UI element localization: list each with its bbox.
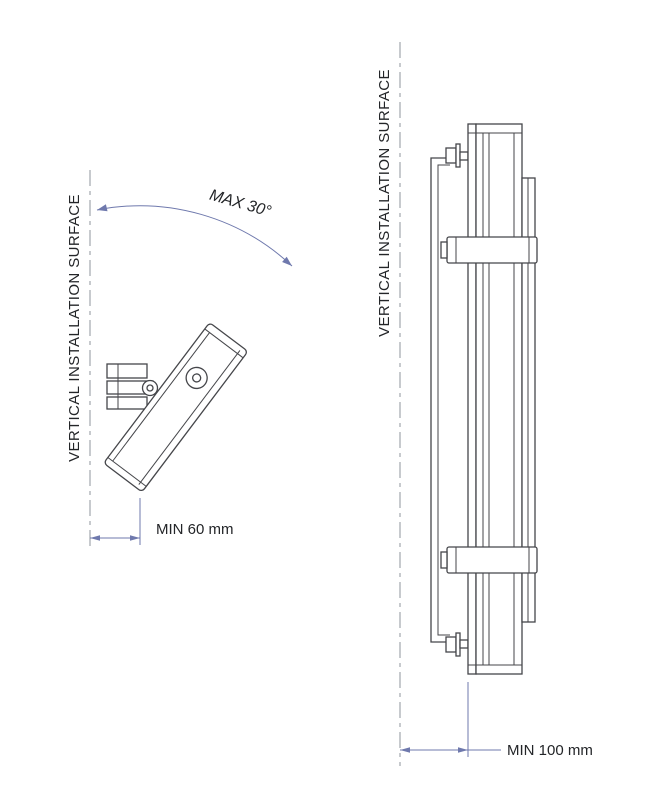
end-cap (204, 328, 244, 359)
hinge-bolt-center (192, 373, 202, 383)
surface-label: VERTICAL INSTALLATION SURFACE (376, 69, 393, 337)
clamp-band (446, 546, 538, 574)
bolt-nut (445, 147, 457, 164)
clamp-top (440, 236, 538, 264)
mounting-bracket (430, 157, 450, 643)
housing-seam (112, 332, 210, 462)
dim-arrow-right (458, 747, 468, 753)
angle-label: MAX 30° (207, 187, 273, 221)
angle-arrow-start (97, 204, 108, 212)
luminaire-tilted (104, 323, 247, 492)
mounting-bolt-top (445, 143, 469, 168)
clamp-tab (440, 241, 448, 259)
clamp-tab (440, 551, 448, 569)
wall-bracket (106, 363, 159, 410)
min-distance-label: MIN 100 mm (507, 742, 593, 759)
bolt-stem (459, 639, 469, 649)
clamp-band (446, 236, 538, 264)
front-face (467, 123, 477, 675)
angle-arc (96, 205, 293, 267)
min-distance-label: MIN 60 mm (156, 521, 234, 538)
bracket-inner-line (437, 164, 450, 636)
end-cap (107, 457, 147, 487)
clamp-bottom (440, 546, 538, 574)
dim-arrow-right (130, 535, 140, 541)
bracket-plate (106, 363, 148, 379)
bolt-nut (445, 636, 457, 653)
dim-arrow-left (90, 535, 100, 541)
bracket-outline (430, 157, 450, 643)
dim-arrow-left (400, 747, 410, 753)
angle-arrow-end (282, 256, 292, 266)
bolt-stem (459, 151, 469, 161)
left-view: VERTICAL INSTALLATION SURFACE MAX 30° (66, 170, 293, 548)
pivot-bolt (146, 384, 154, 392)
luminaire-housing (104, 323, 247, 492)
lens-frame-line (138, 350, 241, 485)
bracket-plate (106, 396, 148, 410)
surface-label: VERTICAL INSTALLATION SURFACE (66, 194, 83, 462)
luminaire-side (467, 123, 536, 675)
mounting-bolt-bottom (445, 632, 469, 657)
right-view: VERTICAL INSTALLATION SURFACE (376, 42, 593, 766)
